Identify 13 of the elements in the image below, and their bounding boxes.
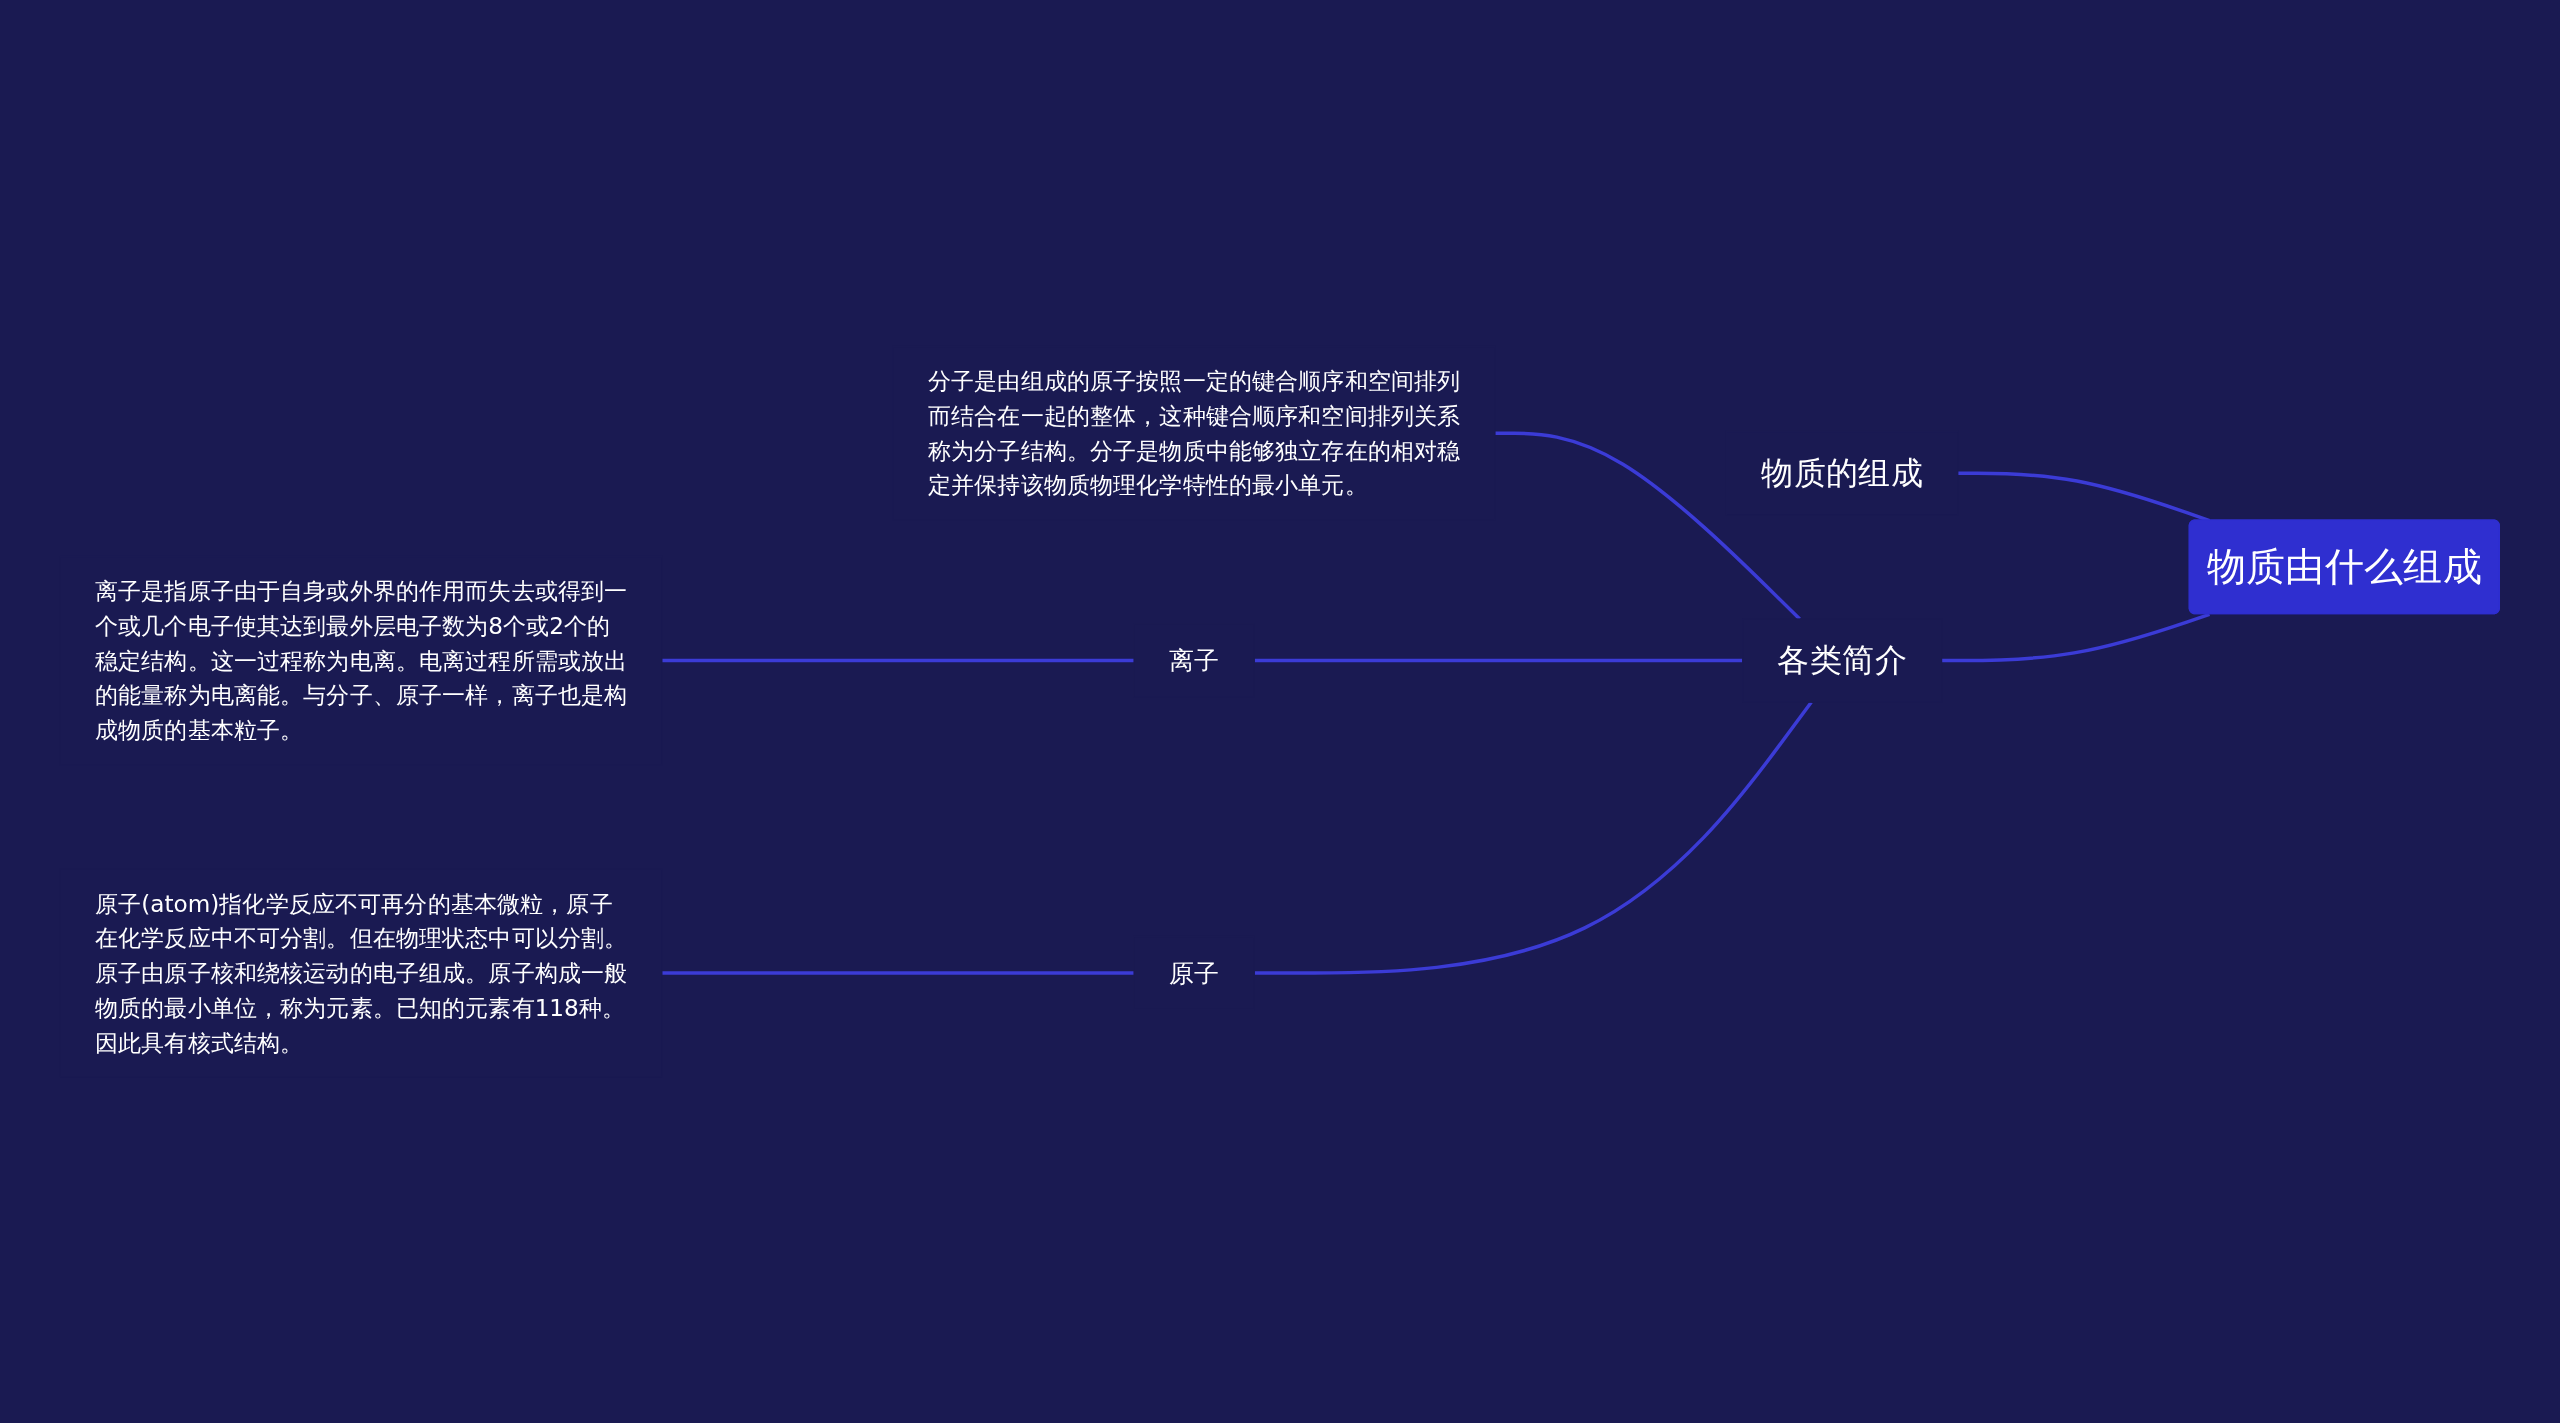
connector: [1254, 658, 1743, 663]
connector: [1941, 612, 2211, 663]
node-text: 各类简介: [1777, 640, 1908, 679]
connector: [1495, 431, 1802, 620]
node-text: 原子: [1168, 958, 1220, 988]
node-text: 分子是由组成的原子按照一定的键合顺序和空间排列而结合在一起的整体，这种键合顺序和空间排列关系称为分子结构。分子是物质中能够独立存在的相对稳定并保持该物质物理化学特性的最小单元。: [928, 366, 1461, 499]
connector: [662, 970, 1135, 975]
node-text: 物质的组成: [1761, 453, 1924, 492]
connector: [1254, 700, 1813, 975]
node-text: 离子是指原子由于自身或外界的作用而失去或得到一个或几个电子使其达到最外层电子数为8个或2个的稳定结构。这一过程称为电离。电离过程所需或放出的能量称为电离能。与分子、原子一样，离子也是构成物质的基本粒子。: [95, 576, 628, 744]
node-text: 离子: [1168, 645, 1220, 675]
node-text: 原子(atom)指化学反应不可再分的基本微粒，原子在化学反应中不可分割。但在物理状态中可以分割。原子由原子核和绕核运动的电子组成。原子构成一般物质的最小单位，称为元素。已知的元素有118种。因此具有核式结构。: [95, 889, 628, 1057]
connector: [662, 658, 1135, 663]
